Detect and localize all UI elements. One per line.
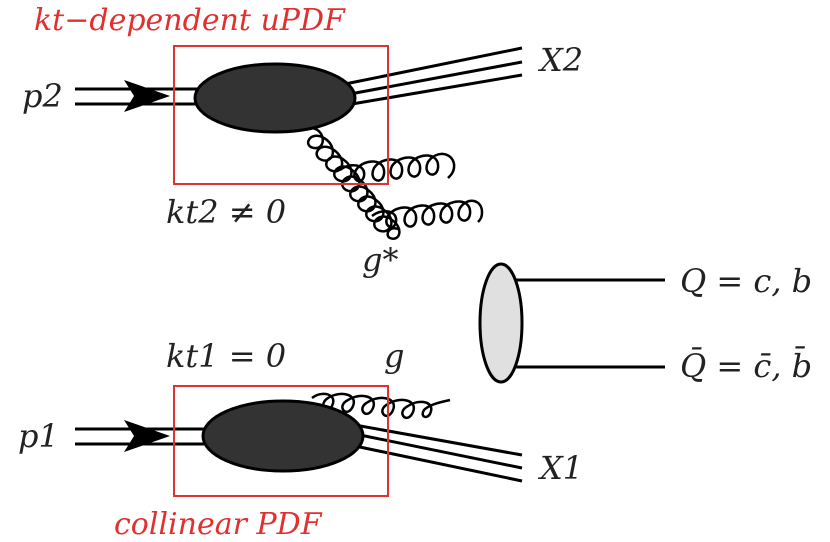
label-kt1-text: kt1 = 0: [166, 337, 287, 375]
label-kt1: kt1 = 0: [166, 340, 286, 372]
label-q-text: Q = c, b: [680, 262, 813, 300]
quark-lines: [512, 278, 665, 369]
bottom-caption: collinear PDF: [114, 510, 322, 540]
radiated-gluon-2: [371, 199, 484, 229]
lower-pdf-blob: [201, 399, 365, 473]
label-g: g: [384, 340, 404, 372]
label-p1-text: p1: [18, 417, 59, 455]
top-caption-text: kt−dependent uPDF: [34, 3, 345, 38]
x2-remnant-lines: [344, 46, 523, 106]
label-p1: p1: [18, 420, 59, 452]
label-x2-text: X2: [540, 41, 584, 79]
top-caption: kt−dependent uPDF: [34, 6, 345, 36]
bottom-caption-text: collinear PDF: [114, 507, 322, 542]
label-kt2-text: kt2 ≠ 0: [166, 193, 287, 231]
label-q: Q = c, b: [680, 265, 812, 297]
label-gstar: g*: [362, 244, 398, 276]
label-p2-text: p2: [22, 77, 63, 115]
label-g-text: g: [384, 337, 405, 375]
lower-pdf-box: [173, 385, 389, 497]
label-qbar-text: Q̄ = c̄, b̄: [680, 347, 813, 385]
radiated-gluon-1: [339, 152, 456, 183]
label-x2: X2: [540, 44, 583, 76]
label-qbar: Q̄ = c̄, b̄: [680, 350, 812, 382]
label-kt2: kt2 ≠ 0: [166, 196, 286, 228]
proton-p2-arrow: [124, 80, 170, 112]
proton-p1-arrow: [124, 420, 170, 452]
hard-vertex: [478, 262, 524, 384]
upper-pdf-box: [173, 45, 389, 185]
label-x1-text: X1: [540, 449, 584, 487]
label-x1: X1: [540, 452, 583, 484]
label-gstar-text: g*: [362, 241, 399, 279]
label-p2: p2: [22, 80, 63, 112]
x1-remnant-lines: [354, 423, 523, 483]
upper-pdf-blob: [193, 62, 357, 134]
